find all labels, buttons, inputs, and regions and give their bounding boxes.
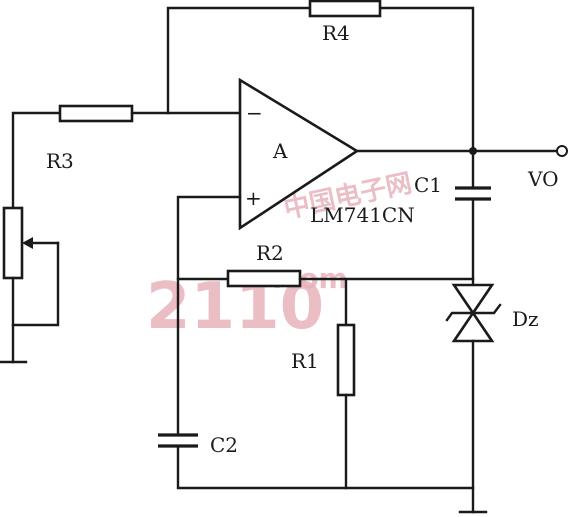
resistor-r3 — [58, 104, 134, 123]
label-c2: C2 — [210, 433, 238, 457]
opamp-minus-sign: − — [246, 101, 263, 125]
zener-diode-lower — [451, 310, 495, 343]
label-dz: Dz — [512, 307, 539, 331]
wire-bottom-rail — [176, 444, 475, 490]
label-vo: VO — [527, 167, 559, 191]
output-terminal — [556, 145, 568, 157]
resistor-r4 — [308, 0, 382, 18]
opamp-triangle — [238, 77, 360, 231]
wire-noninverting-input — [176, 195, 242, 437]
opamp-name: A — [272, 139, 288, 163]
resistor-r1 — [336, 323, 356, 397]
opamp-part-number: LM741CN — [310, 203, 415, 227]
label-r3: R3 — [46, 149, 74, 173]
label-r1: R1 — [291, 349, 319, 373]
label-c1: C1 — [414, 173, 442, 197]
zener-diode-upper — [451, 283, 495, 316]
potentiometer — [2, 206, 24, 280]
pot-wiper-arrow-icon — [22, 237, 33, 249]
label-r2: R2 — [256, 241, 284, 265]
label-r4: R4 — [322, 21, 350, 45]
wire-pot-wiper-return — [11, 241, 60, 327]
zener-bar — [445, 303, 502, 322]
resistor-r2 — [226, 269, 302, 288]
opamp-plus-sign: + — [245, 186, 262, 210]
wire-r3-left — [11, 111, 62, 210]
feedback-wires — [166, 6, 475, 153]
